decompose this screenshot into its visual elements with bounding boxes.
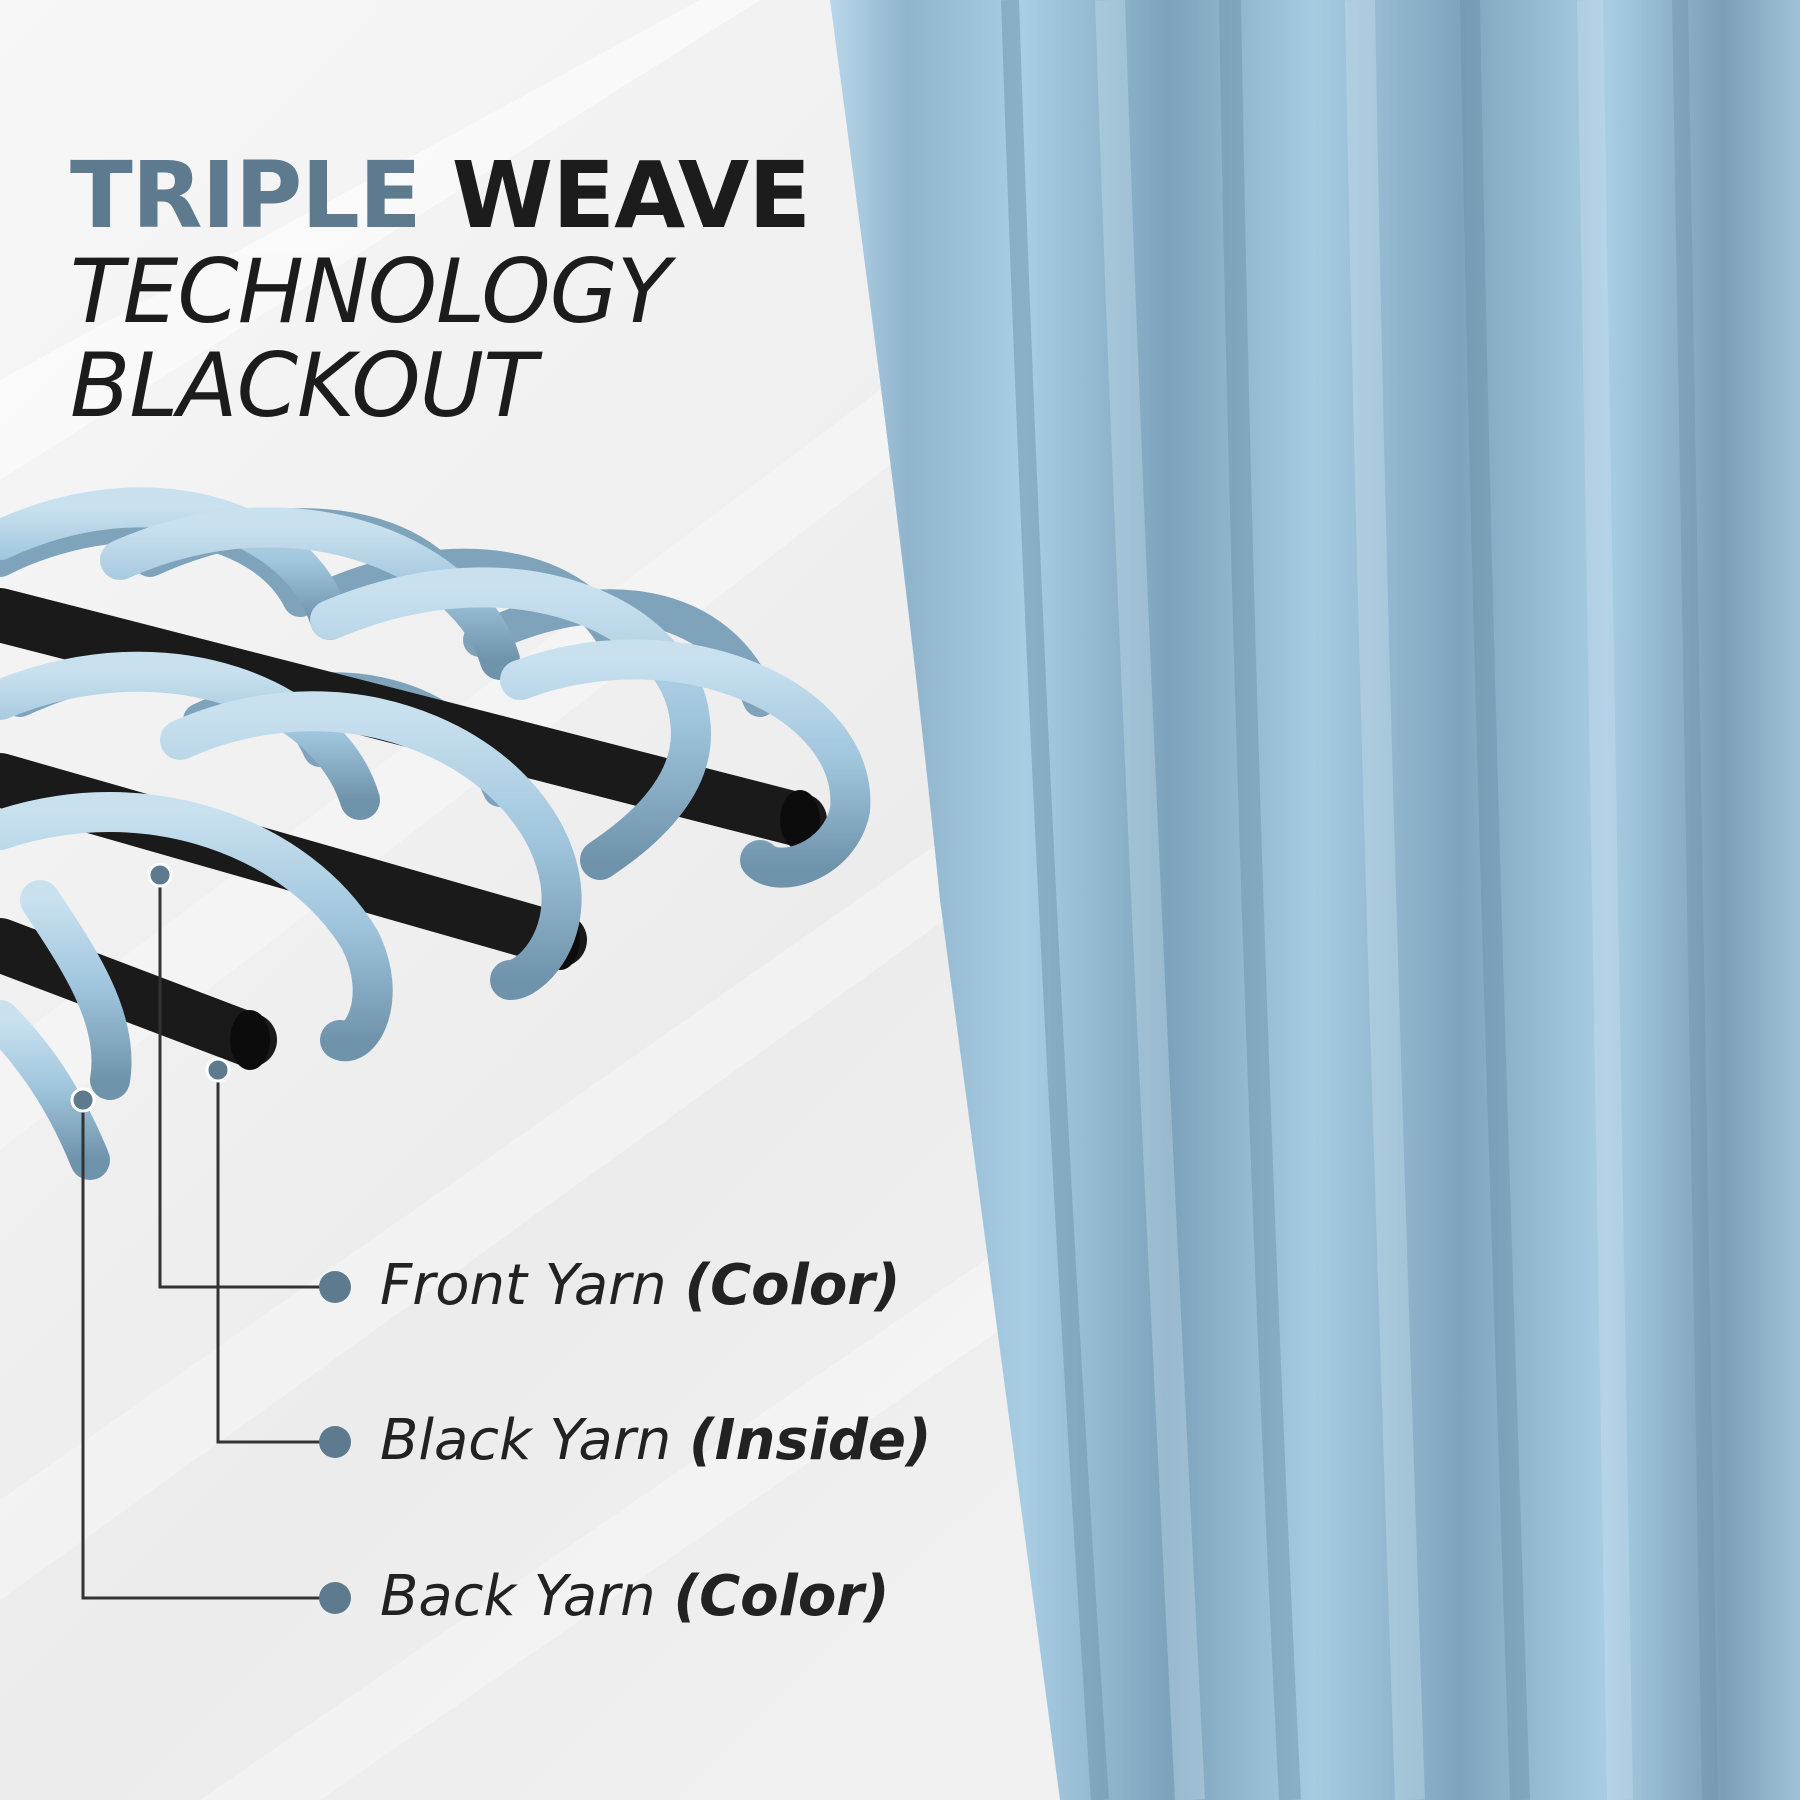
headline-line-3: BLACKOUT	[70, 334, 537, 437]
headline-line-1: TRIPLE WEAVE	[70, 142, 811, 249]
headline-line-2: TECHNOLOGY	[70, 240, 671, 343]
callout-black-yarn: Black Yarn (Inside)	[380, 1413, 932, 1469]
headline-dark-word: WEAVE	[451, 142, 811, 249]
callout-qualifier: (Color)	[684, 1253, 901, 1318]
headline-accent-word: TRIPLE	[70, 142, 422, 249]
callout-label: Back Yarn	[380, 1564, 656, 1629]
callout-back-yarn: Back Yarn (Color)	[380, 1569, 890, 1625]
callout-qualifier: (Color)	[673, 1564, 890, 1629]
callout-qualifier: (Inside)	[689, 1408, 932, 1473]
callout-label: Front Yarn	[380, 1253, 667, 1318]
callout-front-yarn: Front Yarn (Color)	[380, 1258, 901, 1314]
weave-diagram	[0, 487, 871, 1614]
headline: TRIPLE WEAVE TECHNOLOGY BLACKOUT	[70, 150, 811, 437]
callout-label: Black Yarn	[380, 1408, 672, 1473]
curtain-image	[830, 0, 1800, 1800]
